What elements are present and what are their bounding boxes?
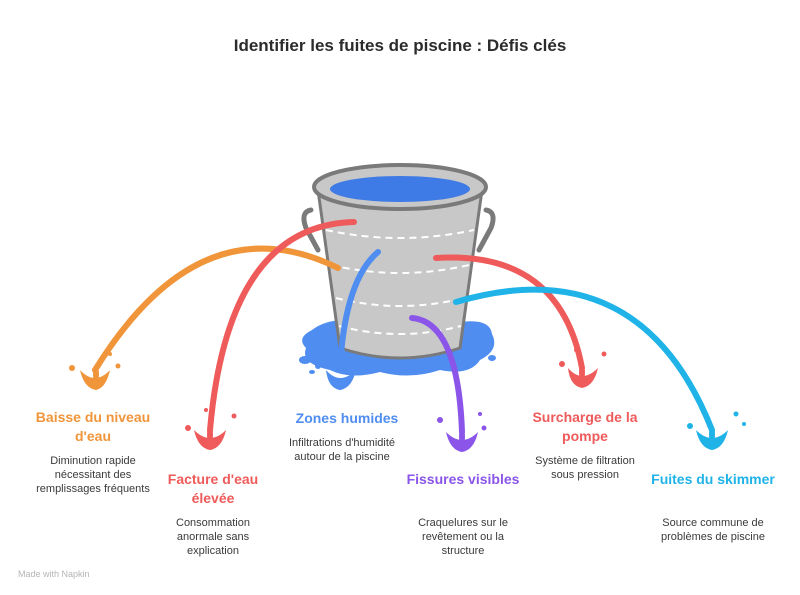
splash-purple: [437, 412, 487, 452]
splash-orange: [69, 352, 121, 390]
label-surcharge-pompe: Surcharge de la pompe: [532, 409, 638, 444]
leak-streams: [92, 219, 715, 435]
bucket: [301, 163, 496, 360]
desc-facture-eau: Consommation anormale sans explication: [176, 517, 250, 557]
desc-fissures: Craquelures sur le revêtement ou la stru…: [418, 517, 508, 557]
splash-blue: [315, 359, 363, 390]
label-fuites-skimmer: Fuites du skimmer: [651, 471, 775, 487]
splash-red-right: [559, 348, 607, 388]
label-fissures: Fissures visibles: [406, 471, 520, 487]
desc-baisse-niveau: Diminution rapide nécessitant des rempli…: [36, 455, 150, 495]
napkin-watermark[interactable]: Made with Napkin: [18, 569, 90, 579]
desc-surcharge-pompe: Système de filtration sous pression: [535, 455, 635, 481]
label-baisse-niveau: Baisse du niveau d'eau: [35, 409, 151, 444]
splash-cyan: [687, 411, 746, 450]
desc-fuites-skimmer: Source commune de problèmes de piscine: [661, 517, 765, 543]
label-facture-eau: Facture d'eau élevée: [167, 471, 259, 506]
diagram-title: Identifier les fuites de piscine : Défis…: [233, 36, 567, 55]
splash-red-left: [185, 408, 237, 450]
desc-zones-humides: Infiltrations d'humidité autour de la pi…: [288, 437, 396, 463]
label-zones-humides: Zones humides: [295, 410, 399, 426]
